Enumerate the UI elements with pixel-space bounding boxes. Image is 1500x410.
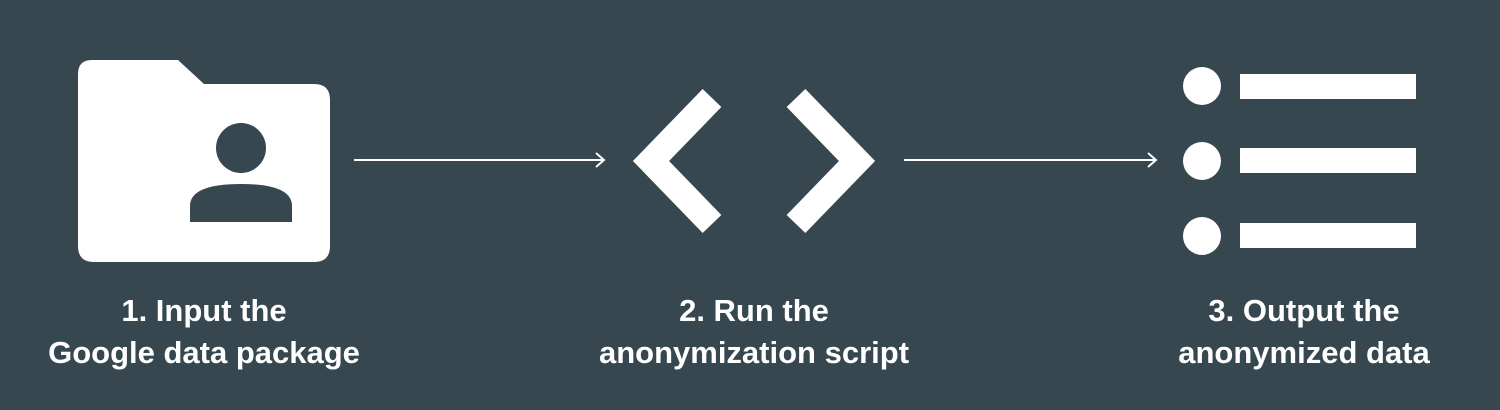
step-3-label-line-1: 3. Output the [1208, 293, 1400, 328]
step-2-label-line-1: 2. Run the [679, 293, 829, 328]
step-3-label-line-2: anonymized data [1178, 335, 1430, 370]
step-2-label-line-2: anonymization script [598, 335, 910, 370]
step-2-label: 2. Run the anonymization script [534, 290, 974, 374]
step-3-label: 3. Output the anonymized data [1084, 290, 1500, 374]
folder-shared-icon [78, 60, 330, 262]
right-arrow-icon [902, 150, 1160, 170]
step-1-label-line-1: 1. Input the [121, 293, 287, 328]
right-arrow-icon [352, 150, 608, 170]
code-brackets-icon [626, 84, 882, 238]
bulleted-list-icon [1182, 66, 1420, 256]
step-1-label-line-2: Google data package [48, 335, 360, 370]
step-1-label: 1. Input the Google data package [0, 290, 424, 374]
